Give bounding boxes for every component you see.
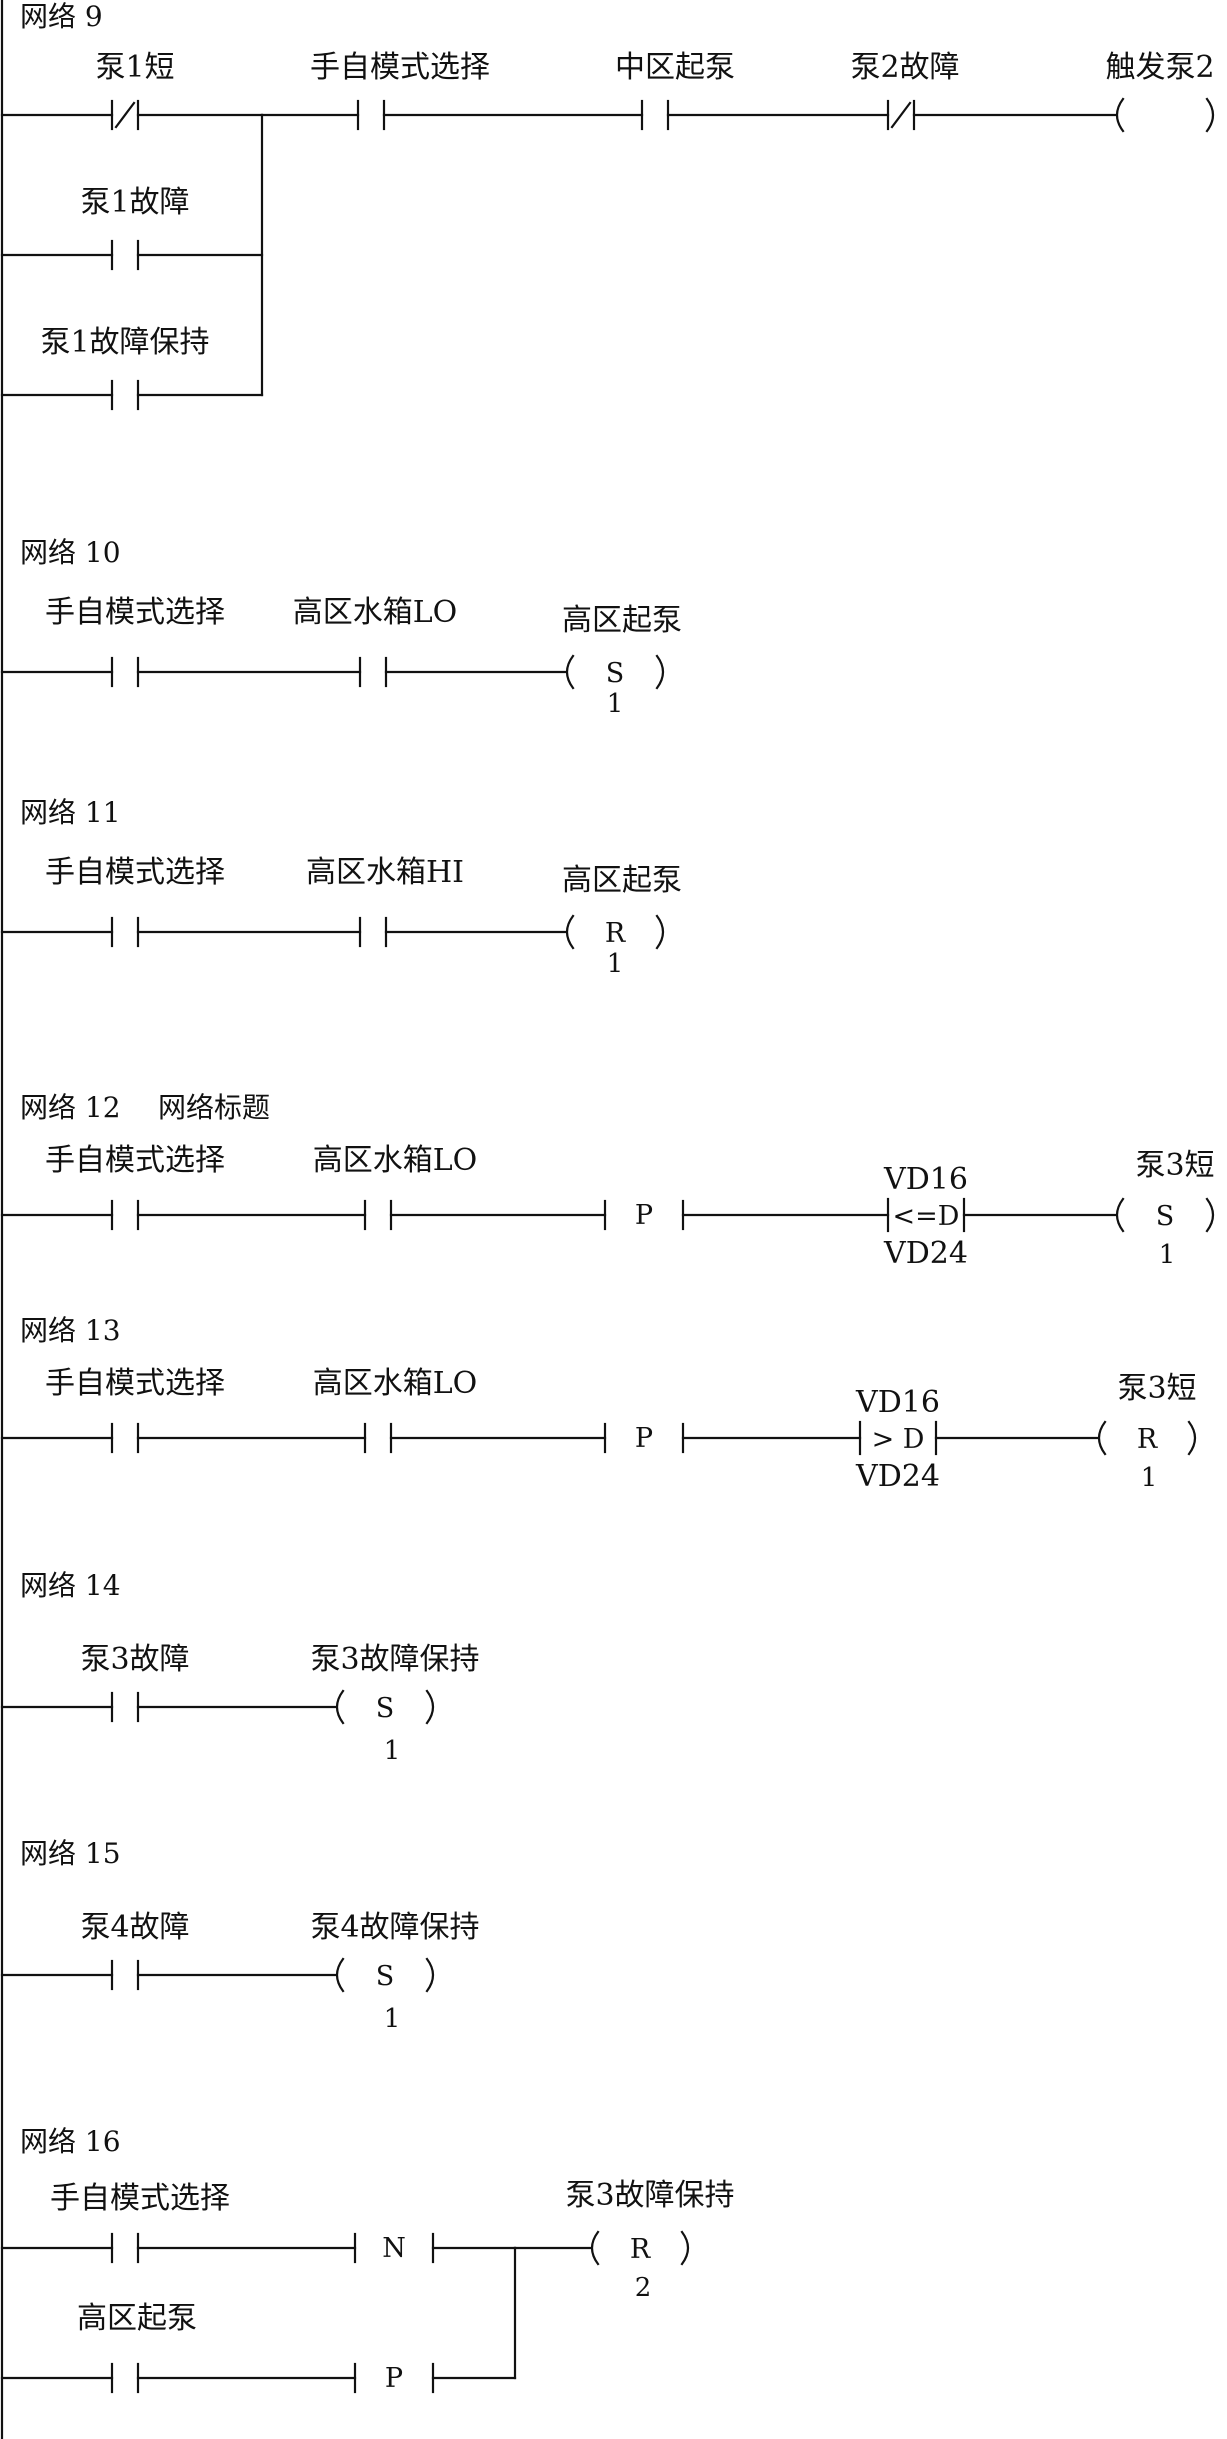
network-13-series-1-label: 手自模式选择 <box>45 1366 225 1401</box>
network-9-series-3-contact-nc-slash <box>890 101 912 129</box>
network-9-series-2-label: 中区起泵 <box>615 50 735 85</box>
network-9-coil-label: 触发泵2 <box>1105 50 1214 85</box>
network-13-coil-paren-right <box>1187 1420 1197 1456</box>
network-9-branch-1-label: 泵1短 <box>95 50 174 85</box>
network-16-rung-2-contact-label: 高区起泵 <box>77 2301 197 2336</box>
network-16-coil-paren-left <box>590 2230 600 2266</box>
network-13-title: 网络 13 <box>20 1314 121 1347</box>
network-14-series-1-label: 泵3故障 <box>80 1642 189 1677</box>
network-9-title: 网络 9 <box>20 0 103 33</box>
network-15-coil-label: 泵4故障保持 <box>310 1910 479 1945</box>
network-11-title: 网络 11 <box>20 796 121 829</box>
network-9-series-1-label: 手自模式选择 <box>310 50 490 85</box>
network-12-series-2-label: 高区水箱LO <box>313 1143 478 1178</box>
network-9-series-3-label: 泵2故障 <box>850 50 959 85</box>
network-12-coil-label: 泵3短 <box>1135 1148 1214 1183</box>
network-10-series-1-label: 手自模式选择 <box>45 595 225 630</box>
network-10-series-2-label: 高区水箱LO <box>293 595 458 630</box>
network-13-edge-detector-letter: P <box>635 1423 653 1454</box>
network-12-series-1-label: 手自模式选择 <box>45 1143 225 1178</box>
network-12-coil-paren-left <box>1115 1197 1125 1233</box>
network-16-title: 网络 16 <box>20 2125 121 2158</box>
network-10-coil-paren-left <box>565 654 575 690</box>
network-10-title: 网络 10 <box>20 536 121 569</box>
network-11-coil-mode: R <box>605 918 626 949</box>
network-10-coil-mode: S <box>606 658 625 689</box>
network-9-branch-1-contact-nc-slash <box>114 101 136 129</box>
network-16-coil-count: 2 <box>635 2273 652 2303</box>
network-12-edge-detector-letter: P <box>635 1200 653 1231</box>
network-14-coil-mode: S <box>376 1693 395 1724</box>
network-16-coil-label: 泵3故障保持 <box>565 2178 734 2213</box>
network-14-coil-label: 泵3故障保持 <box>310 1642 479 1677</box>
network-15-coil-paren-right <box>425 1957 435 1993</box>
network-14-coil-paren-left <box>335 1689 345 1725</box>
network-16-rung-2-edge-detector-letter: P <box>385 2363 403 2394</box>
network-13-compare-bottom: VD24 <box>855 1459 940 1494</box>
network-15-series-1-label: 泵4故障 <box>80 1910 189 1945</box>
network-16-coil-paren-right <box>680 2230 690 2266</box>
network-13-series-2-label: 高区水箱LO <box>313 1366 478 1401</box>
network-14-coil-paren-right <box>425 1689 435 1725</box>
network-12-title: 网络 12 <box>20 1091 121 1124</box>
network-11-series-1-label: 手自模式选择 <box>45 855 225 890</box>
network-12-compare-bottom: VD24 <box>883 1236 968 1271</box>
network-15-coil-paren-left <box>335 1957 345 1993</box>
network-9-branch-2-label: 泵1故障 <box>80 185 189 220</box>
network-10-coil-count: 1 <box>607 689 624 719</box>
network-12-compare-top: VD16 <box>883 1162 968 1197</box>
network-13-compare-operator: > D <box>872 1424 925 1455</box>
network-10-coil-paren-right <box>655 654 665 690</box>
network-11-coil-paren-left <box>565 914 575 950</box>
network-12-compare-operator: <=D <box>893 1201 960 1232</box>
network-12-subtitle: 网络标题 <box>158 1091 270 1124</box>
network-12-coil-paren-right <box>1205 1197 1215 1233</box>
network-16-rung-1-edge-detector-letter: N <box>382 2233 406 2264</box>
network-14-coil-count: 1 <box>384 1736 401 1766</box>
network-12-coil-mode: S <box>1156 1201 1175 1232</box>
network-15-title: 网络 15 <box>20 1837 121 1870</box>
network-11-coil-count: 1 <box>607 949 624 979</box>
network-14-title: 网络 14 <box>20 1569 121 1602</box>
network-9-branch-3-label: 泵1故障保持 <box>40 325 209 360</box>
network-13-coil-label: 泵3短 <box>1117 1371 1196 1406</box>
network-9-coil-paren-left <box>1115 97 1125 133</box>
network-13-coil-mode: R <box>1137 1424 1158 1455</box>
network-11-series-2-label: 高区水箱HI <box>306 855 464 890</box>
network-13-coil-paren-left <box>1097 1420 1107 1456</box>
network-9-coil-paren-right <box>1205 97 1215 133</box>
network-15-coil-count: 1 <box>384 2004 401 2034</box>
network-12-coil-count: 1 <box>1159 1240 1176 1270</box>
network-16-rung-1-contact-label: 手自模式选择 <box>50 2181 230 2216</box>
network-15-coil-mode: S <box>376 1961 395 1992</box>
network-16-coil-mode: R <box>630 2234 651 2265</box>
network-11-coil-paren-right <box>655 914 665 950</box>
network-11-coil-label: 高区起泵 <box>562 863 682 898</box>
network-13-coil-count: 1 <box>1141 1463 1158 1493</box>
network-13-compare-top: VD16 <box>855 1385 940 1420</box>
network-10-coil-label: 高区起泵 <box>562 603 682 638</box>
